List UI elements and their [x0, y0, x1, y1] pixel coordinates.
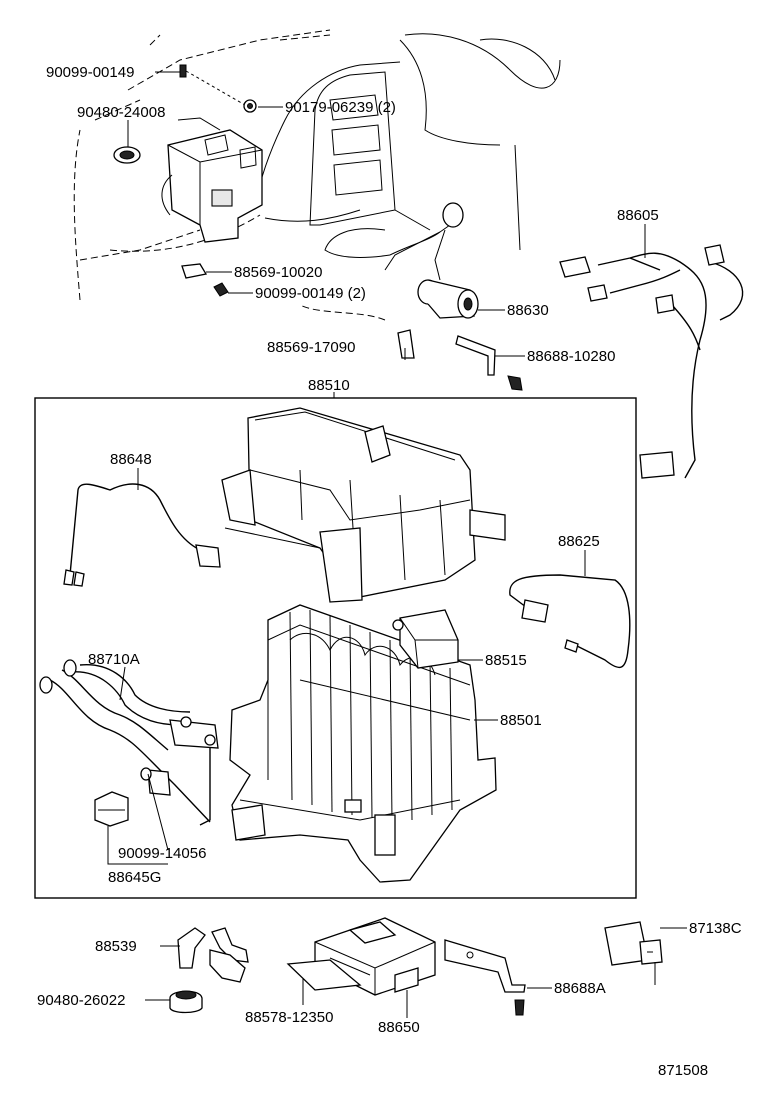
bracket-88569-17090 [397, 329, 415, 359]
label-88688A: 88688A [554, 980, 606, 997]
label-88648: 88648 [110, 451, 152, 468]
label-88569-10020: 88569-10020 [234, 264, 322, 281]
label-88630: 88630 [507, 302, 549, 319]
dashboard-illustration [73, 29, 561, 321]
label-88710A: 88710A [88, 651, 140, 668]
label-90480-26022: 90480-26022 [37, 992, 125, 1009]
pressure-switch-88645G [94, 767, 152, 827]
screw-90099-00149-2 [213, 282, 229, 297]
thermistor-88625 [509, 574, 631, 669]
evaporator-case-lower [229, 604, 497, 883]
grommet-90480-26022 [169, 990, 203, 1014]
label-88605: 88605 [617, 207, 659, 224]
label-90480-24008: 90480-24008 [77, 104, 165, 121]
grommet-90480-24008 [113, 146, 141, 164]
relay-88630 [417, 279, 479, 319]
label-90179-06239: 90179-06239 (2) [285, 99, 396, 116]
switch-87138C [604, 921, 663, 966]
part-labels: 90099-00149 90480-24008 90179-06239 (2) … [37, 64, 742, 1079]
hose-88539 [177, 927, 249, 983]
label-87138C: 87138C [689, 920, 742, 937]
leader-lines [107, 71, 687, 1018]
label-88539: 88539 [95, 938, 137, 955]
label-88650: 88650 [378, 1019, 420, 1036]
bracket-88688-10280 [455, 335, 523, 391]
label-88645G: 88645G [108, 869, 161, 886]
label-90099-14056: 90099-14056 [118, 845, 206, 862]
label-88578-12350: 88578-12350 [245, 1009, 333, 1026]
assembly-88510-frame [34, 397, 637, 899]
bracket-88688A [444, 939, 526, 1016]
thermistor-88648 [63, 483, 221, 587]
harness-88605 [559, 244, 744, 479]
label-88688-10280: 88688-10280 [527, 348, 615, 365]
expansion-valve-88515 [392, 609, 459, 669]
reference-code: 871508 [658, 1062, 708, 1079]
label-90099-00149-2: 90099-00149 (2) [255, 285, 366, 302]
label-88569-17090: 88569-17090 [267, 339, 355, 356]
blower-case-upper [221, 407, 506, 603]
pipe-88710A [39, 659, 219, 826]
bolt-90099-00149 [179, 64, 246, 106]
label-88501: 88501 [500, 712, 542, 729]
label-88625: 88625 [558, 533, 600, 550]
clip-90179-06239 [243, 99, 257, 113]
ecu-88650 [286, 917, 436, 996]
label-88510: 88510 [308, 377, 350, 394]
label-90099-00149: 90099-00149 [46, 64, 134, 81]
bracket-88569-10020 [181, 263, 208, 279]
label-88515: 88515 [485, 652, 527, 669]
